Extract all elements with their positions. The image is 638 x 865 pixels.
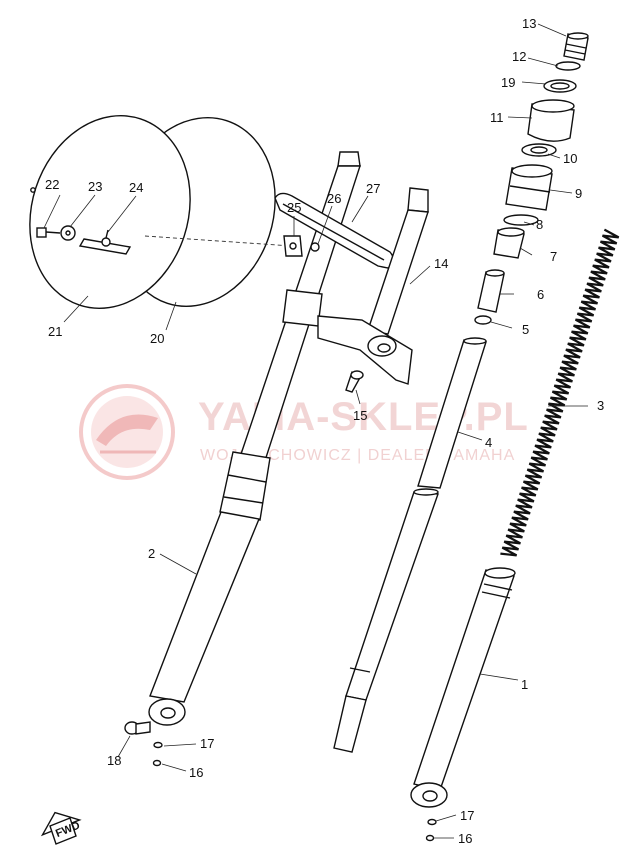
washer-17-left	[153, 741, 163, 749]
right-inner-tube	[367, 187, 429, 335]
spacer-6	[477, 269, 505, 313]
mirror-assembly	[29, 115, 293, 309]
screw-22	[36, 227, 61, 238]
nut-16-left	[152, 759, 162, 767]
bracket-25	[283, 235, 303, 257]
cap-bolt-13	[563, 32, 589, 61]
label-part-17-left: 17	[200, 736, 214, 751]
label-part-14: 14	[434, 256, 448, 271]
label-part-12: 12	[512, 49, 526, 64]
left-fork-leg	[148, 151, 361, 726]
collar-7	[493, 227, 525, 259]
mirror-glass	[29, 115, 191, 309]
label-part-13: 13	[522, 16, 536, 31]
label-part-18: 18	[107, 753, 121, 768]
label-part-9: 9	[575, 186, 582, 201]
clip-19	[543, 79, 577, 93]
label-part-16-right: 16	[458, 831, 472, 846]
label-part-27: 27	[366, 181, 380, 196]
label-part-21: 21	[48, 324, 62, 339]
label-part-19: 19	[501, 75, 515, 90]
leader-lines	[43, 23, 588, 839]
bracket-24	[78, 229, 132, 255]
part-labels: 1 2 3 4 5 6 7 8 9 10 11 12 13 14 15 16 1…	[45, 16, 604, 846]
damper-rod-4	[333, 337, 487, 753]
label-part-6: 6	[537, 287, 544, 302]
label-part-24: 24	[129, 180, 143, 195]
label-part-3: 3	[597, 398, 604, 413]
label-part-11: 11	[490, 110, 504, 125]
seal-5	[474, 315, 492, 325]
bushing-9	[505, 164, 553, 211]
label-part-10: 10	[563, 151, 577, 166]
label-part-15: 15	[353, 408, 367, 423]
washer-17-right	[427, 818, 437, 826]
washer-10	[521, 143, 557, 157]
label-part-4: 4	[485, 435, 492, 450]
label-part-1: 1	[521, 677, 528, 692]
oring-12	[555, 61, 581, 71]
fork-spring-3	[500, 228, 620, 557]
spring-coil	[500, 228, 620, 557]
nut-16-right	[425, 834, 435, 842]
screw-26	[310, 242, 320, 252]
label-part-5: 5	[522, 322, 529, 337]
label-part-23: 23	[88, 179, 102, 194]
ring-8	[503, 214, 539, 226]
fwd-arrow: FWD	[40, 811, 82, 845]
label-part-20: 20	[150, 331, 164, 346]
right-outer-tube	[410, 567, 516, 808]
label-part-16-left: 16	[189, 765, 203, 780]
axle-bolt-18	[124, 721, 151, 735]
watermark-logo	[79, 384, 175, 480]
label-part-17-right: 17	[460, 808, 474, 823]
bolt-15	[345, 370, 364, 393]
label-part-26: 26	[327, 191, 341, 206]
label-part-7: 7	[550, 249, 557, 264]
label-part-8: 8	[536, 217, 543, 232]
under-bracket-14	[317, 315, 413, 385]
label-part-22: 22	[45, 177, 59, 192]
label-part-2: 2	[148, 546, 155, 561]
label-part-25: 25	[287, 200, 301, 215]
cap-11	[527, 99, 575, 142]
washer-23	[60, 225, 76, 241]
